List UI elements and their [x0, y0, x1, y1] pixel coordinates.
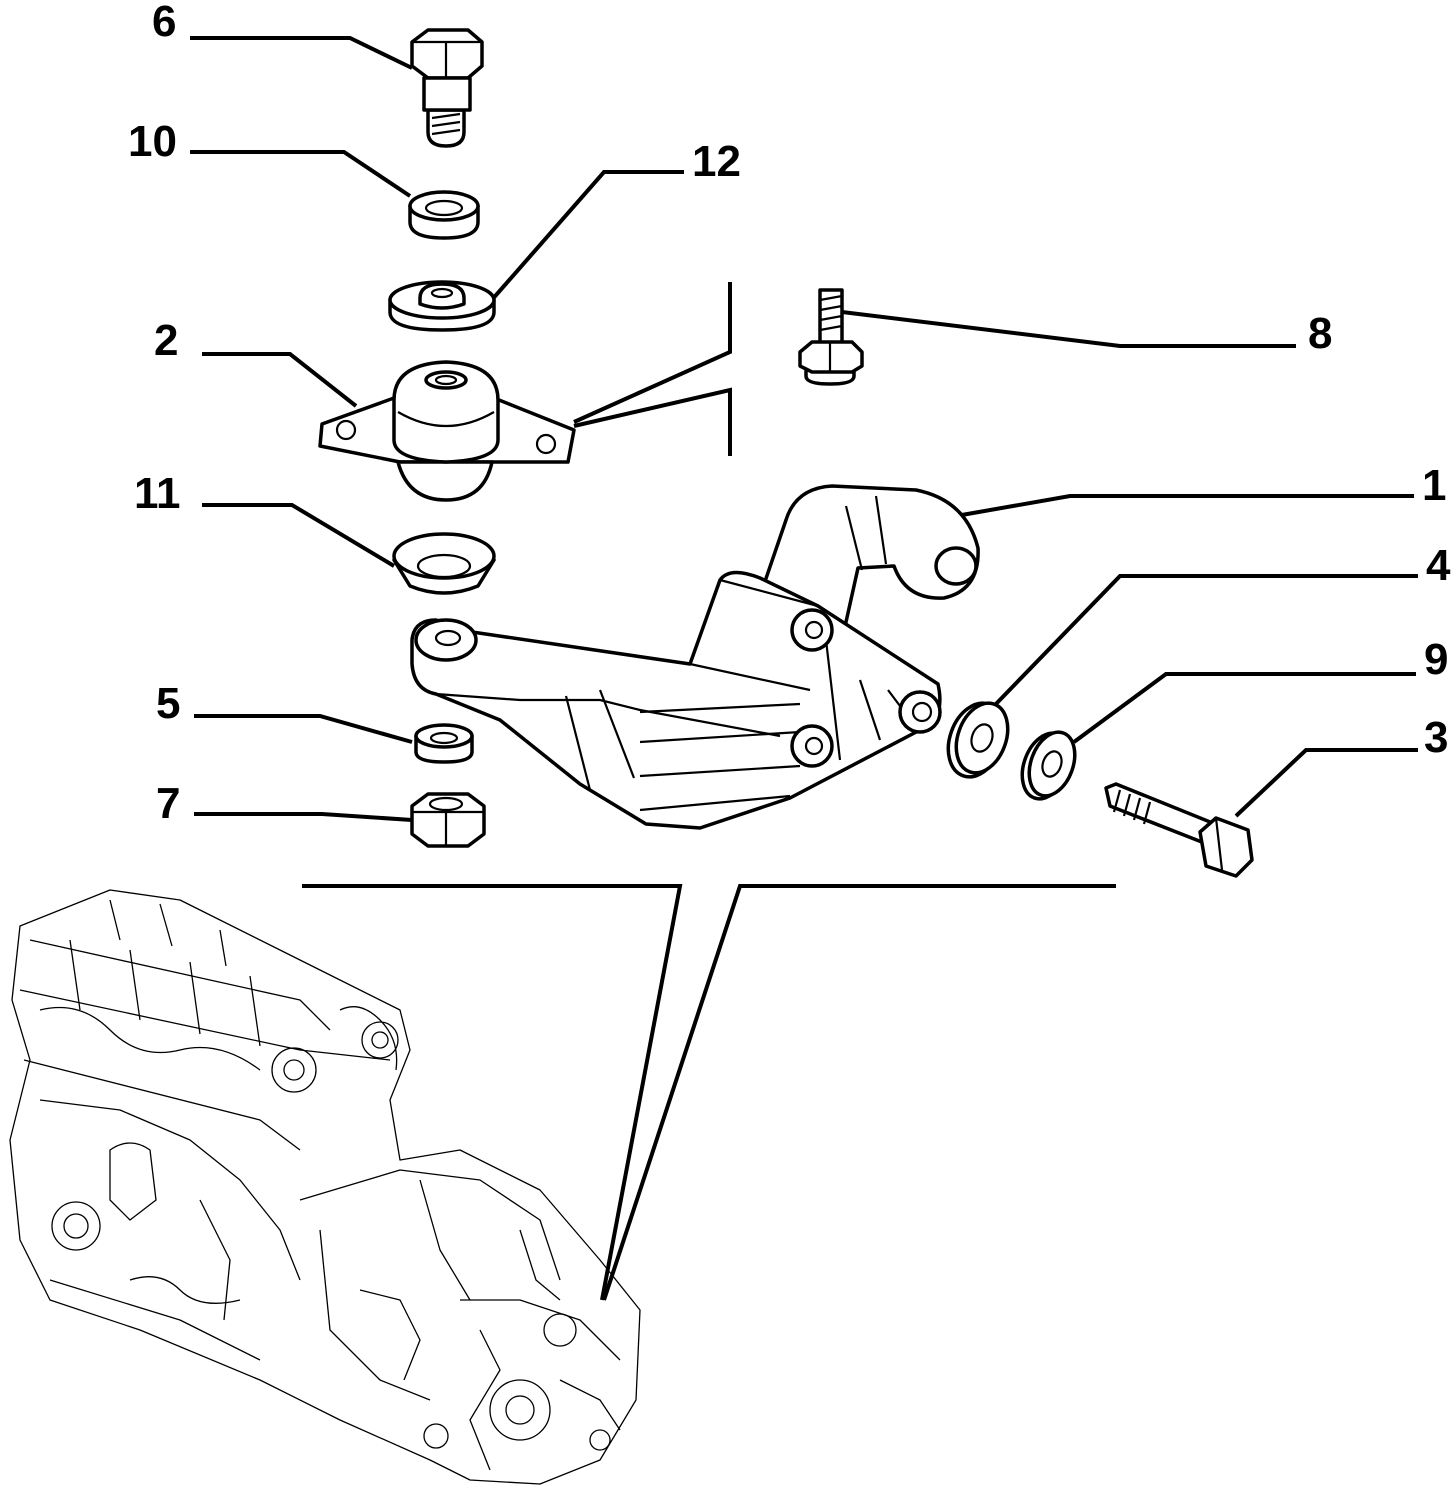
callout-6: 6	[152, 0, 176, 46]
callout-3: 3	[1424, 713, 1448, 762]
cup-11	[392, 532, 496, 595]
bracket-1	[410, 484, 980, 830]
callout-8: 8	[1308, 309, 1332, 358]
rubber-mount-2	[318, 360, 576, 502]
washer-4	[946, 701, 1010, 779]
washer-9	[1020, 730, 1077, 801]
callout-1: 1	[1422, 461, 1446, 510]
spacer-5	[414, 723, 474, 764]
washer-10	[408, 190, 480, 240]
callout-5: 5	[156, 679, 180, 728]
callout-11: 11	[134, 469, 181, 518]
bolt-6	[410, 28, 484, 148]
callout-12: 12	[692, 137, 741, 186]
callout-9: 9	[1424, 635, 1448, 684]
callout-4: 4	[1426, 541, 1451, 590]
cup-washer-12	[388, 280, 496, 332]
callout-2: 2	[154, 316, 178, 365]
nut-7	[410, 792, 486, 848]
engine-gearbox-illustration	[9, 889, 641, 1485]
leader-lines	[190, 36, 1418, 1301]
callout-10: 10	[128, 117, 177, 166]
bolt-3	[1104, 782, 1254, 878]
callout-7: 7	[156, 779, 180, 828]
stud-bolt-8	[798, 288, 864, 386]
